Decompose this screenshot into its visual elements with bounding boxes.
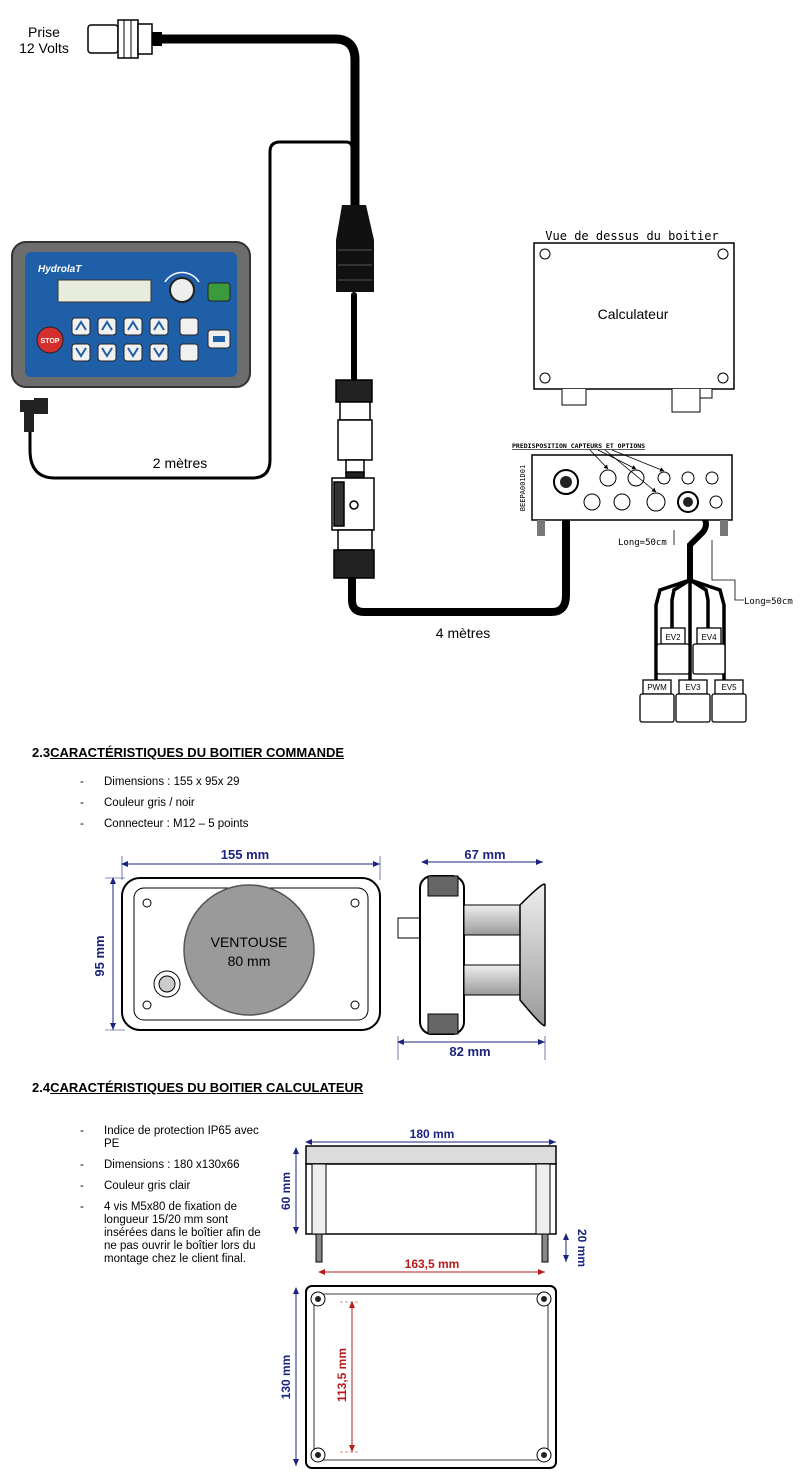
m12-connector-pair (331, 379, 375, 579)
section-24-bullets: Indice de protection IP65 avec PE Dimens… (80, 1125, 270, 1274)
dim-67: 67 mm (464, 847, 505, 862)
list-item: Indice de protection IP65 avec PE (80, 1125, 270, 1151)
cable-2m-label: 2 mètres (153, 455, 207, 471)
list-item: 4 vis M5x80 de fixation de longueur 15/2… (80, 1201, 270, 1266)
calculator-side-view (305, 1145, 557, 1263)
dim-163-5: 163,5 mm (405, 1257, 460, 1271)
list-item: Couleur gris clair (80, 1180, 270, 1193)
calculator-top-outline (305, 1285, 557, 1469)
long-label-1: Long=50cm (618, 538, 667, 548)
console-knob (169, 277, 195, 303)
dim-95: 95 mm (92, 935, 107, 976)
din-connectors (639, 627, 747, 723)
connector-ev4: EV4 (701, 633, 717, 642)
section-23-title: CARACTÉRISTIQUES DU BOITIER COMMANDE (50, 745, 345, 760)
section-23-heading: 2.3CARACTÉRISTIQUES DU BOITIER COMMANDE (32, 745, 344, 760)
calculator-top-view (533, 242, 735, 413)
console-side-view (397, 875, 546, 1035)
list-item: Dimensions : 180 x130x66 (80, 1159, 270, 1172)
connector-ev2: EV2 (665, 633, 681, 642)
console-brand: HydrolaT (38, 264, 82, 275)
section-24-number: 2.4 (32, 1080, 51, 1095)
harness (654, 578, 726, 682)
dim-60: 60 mm (279, 1172, 293, 1210)
plug-label-2: 12 Volts (19, 40, 69, 56)
long-label-2: Long=50cm (744, 597, 793, 607)
inline-connector (336, 205, 374, 292)
dim-82: 82 mm (449, 1044, 490, 1059)
cables (28, 34, 709, 616)
predisposition-label: PREDISPOSITION CAPTEURS ET OPTIONS (512, 442, 645, 450)
list-item: Connecteur : M12 – 5 points (80, 818, 380, 831)
stop-button (36, 326, 64, 354)
dim-155: 155 mm (221, 847, 269, 862)
section-24-title: CARACTÉRISTIQUES DU BOITIER CALCULATEUR (50, 1080, 364, 1095)
svg-text:STOP: STOP (41, 338, 60, 345)
section-23-bullets: Dimensions : 155 x 95x 29 Couleur gris /… (80, 776, 380, 839)
dim-180: 180 mm (410, 1127, 455, 1141)
list-item: Couleur gris / noir (80, 797, 380, 810)
calc-label: Calculateur (598, 306, 669, 322)
top-view-label: Vue de dessus du boitier (545, 229, 718, 243)
console-front-outline (121, 877, 381, 1031)
suction-label-2: 80 mm (228, 953, 271, 969)
dim-20: 20 mm (575, 1229, 589, 1267)
console-cable-plug (20, 398, 48, 432)
power-plug (87, 19, 162, 59)
connector-ev5: EV5 (721, 683, 737, 692)
control-console: HydrolaT STOP (11, 241, 251, 432)
connector-pwm: PWM (647, 683, 667, 692)
suction-label-1: VENTOUSE (211, 934, 288, 950)
calculator-front-view (531, 449, 733, 536)
section-23-number: 2.3 (32, 745, 51, 760)
dim-130: 130 mm (279, 1355, 293, 1400)
cable-4m-label: 4 mètres (436, 625, 490, 641)
list-item: Dimensions : 155 x 95x 29 (80, 776, 380, 789)
suction-cup (183, 884, 315, 1016)
console-lcd (57, 279, 152, 303)
plug-label-1: Prise (28, 24, 60, 40)
section-24-heading: 2.4CARACTÉRISTIQUES DU BOITIER CALCULATE… (32, 1080, 363, 1095)
side-code: BEEPA001D01 (519, 465, 527, 511)
connector-ev3: EV3 (685, 683, 701, 692)
dim-113-5: 113,5 mm (335, 1348, 349, 1402)
